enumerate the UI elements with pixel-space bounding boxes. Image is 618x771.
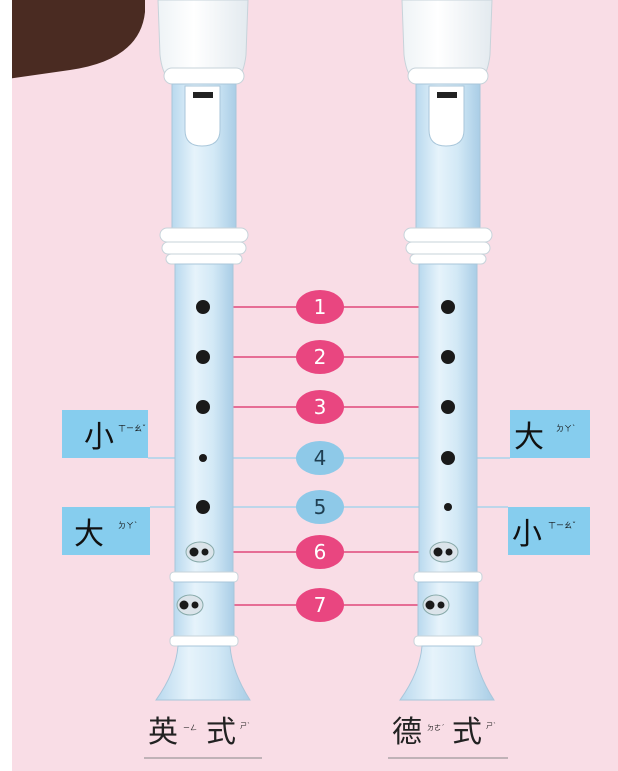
hole-5-left [196, 500, 210, 514]
hole-7a-right [426, 601, 435, 610]
left-border [0, 0, 12, 771]
hole-6a-left [190, 548, 199, 557]
hole-3-right [441, 400, 455, 414]
ring-left-5 [170, 636, 238, 646]
hole-4-left [199, 454, 207, 462]
recorder-ring-right-top [408, 68, 488, 84]
ring-right-4 [414, 572, 482, 582]
hole-2-right [441, 350, 455, 364]
hole-6b-left [202, 549, 209, 556]
hole-3-left [196, 400, 210, 414]
label-left-lower-char: 大 [74, 517, 104, 552]
ring-left-4 [170, 572, 238, 582]
label-left-upper-char: 小 [84, 420, 114, 455]
badge-5-label: 5 [314, 495, 327, 519]
label-right-lower-bopomofo: ㄒㄧㄠˇ [548, 520, 576, 530]
hole-7b-left [192, 602, 199, 609]
hole-7a-left [180, 601, 189, 610]
badge-3-label: 3 [314, 395, 327, 419]
windway-right [437, 92, 457, 98]
ring-left-2 [162, 242, 246, 254]
label-right-upper-bopomofo: ㄉㄚˋ [556, 423, 576, 433]
ring-left-3 [166, 254, 242, 264]
ring-right-2 [406, 242, 490, 254]
recorder-ring-left-top [164, 68, 244, 84]
ring-left-1 [160, 228, 248, 242]
hole-1-right [441, 300, 455, 314]
ring-right-5 [414, 636, 482, 646]
caption-left-char-1: 英 [148, 715, 178, 750]
caption-left-bopomofo-2: ㄕˋ [240, 722, 251, 730]
recorder-head-left [158, 0, 248, 78]
windway-left [193, 92, 213, 98]
caption-left-bopomofo-1: ㄧㄥ [183, 724, 197, 732]
recorder-head-right [402, 0, 492, 78]
badge-7-label: 7 [314, 593, 327, 617]
hole-6a-right [434, 548, 443, 557]
label-left-upper-bopomofo: ㄒㄧㄠˇ [118, 423, 146, 433]
caption-right-bopomofo-1: ㄉㄜˊ [427, 723, 445, 732]
caption-left-char-2: 式 [206, 715, 236, 750]
hole-1-left [196, 300, 210, 314]
label-right-upper-char: 大 [514, 420, 544, 455]
hole-7b-right [438, 602, 445, 609]
caption-right-char-1: 德 [392, 715, 422, 750]
hole-2-left [196, 350, 210, 364]
badge-2-label: 2 [314, 345, 327, 369]
hole-5-right [444, 503, 452, 511]
badge-6-label: 6 [314, 540, 327, 564]
label-right-lower-char: 小 [512, 517, 542, 552]
ring-right-3 [410, 254, 486, 264]
hole-6b-right [446, 549, 453, 556]
caption-right-bopomofo-2: ㄕˋ [486, 722, 497, 730]
ring-right-1 [404, 228, 492, 242]
label-left-lower-bopomofo: ㄉㄚˋ [118, 520, 138, 530]
hole-4-right [441, 451, 455, 465]
badge-1-label: 1 [314, 295, 327, 319]
badge-4-label: 4 [314, 446, 327, 470]
caption-right-char-2: 式 [452, 715, 482, 750]
